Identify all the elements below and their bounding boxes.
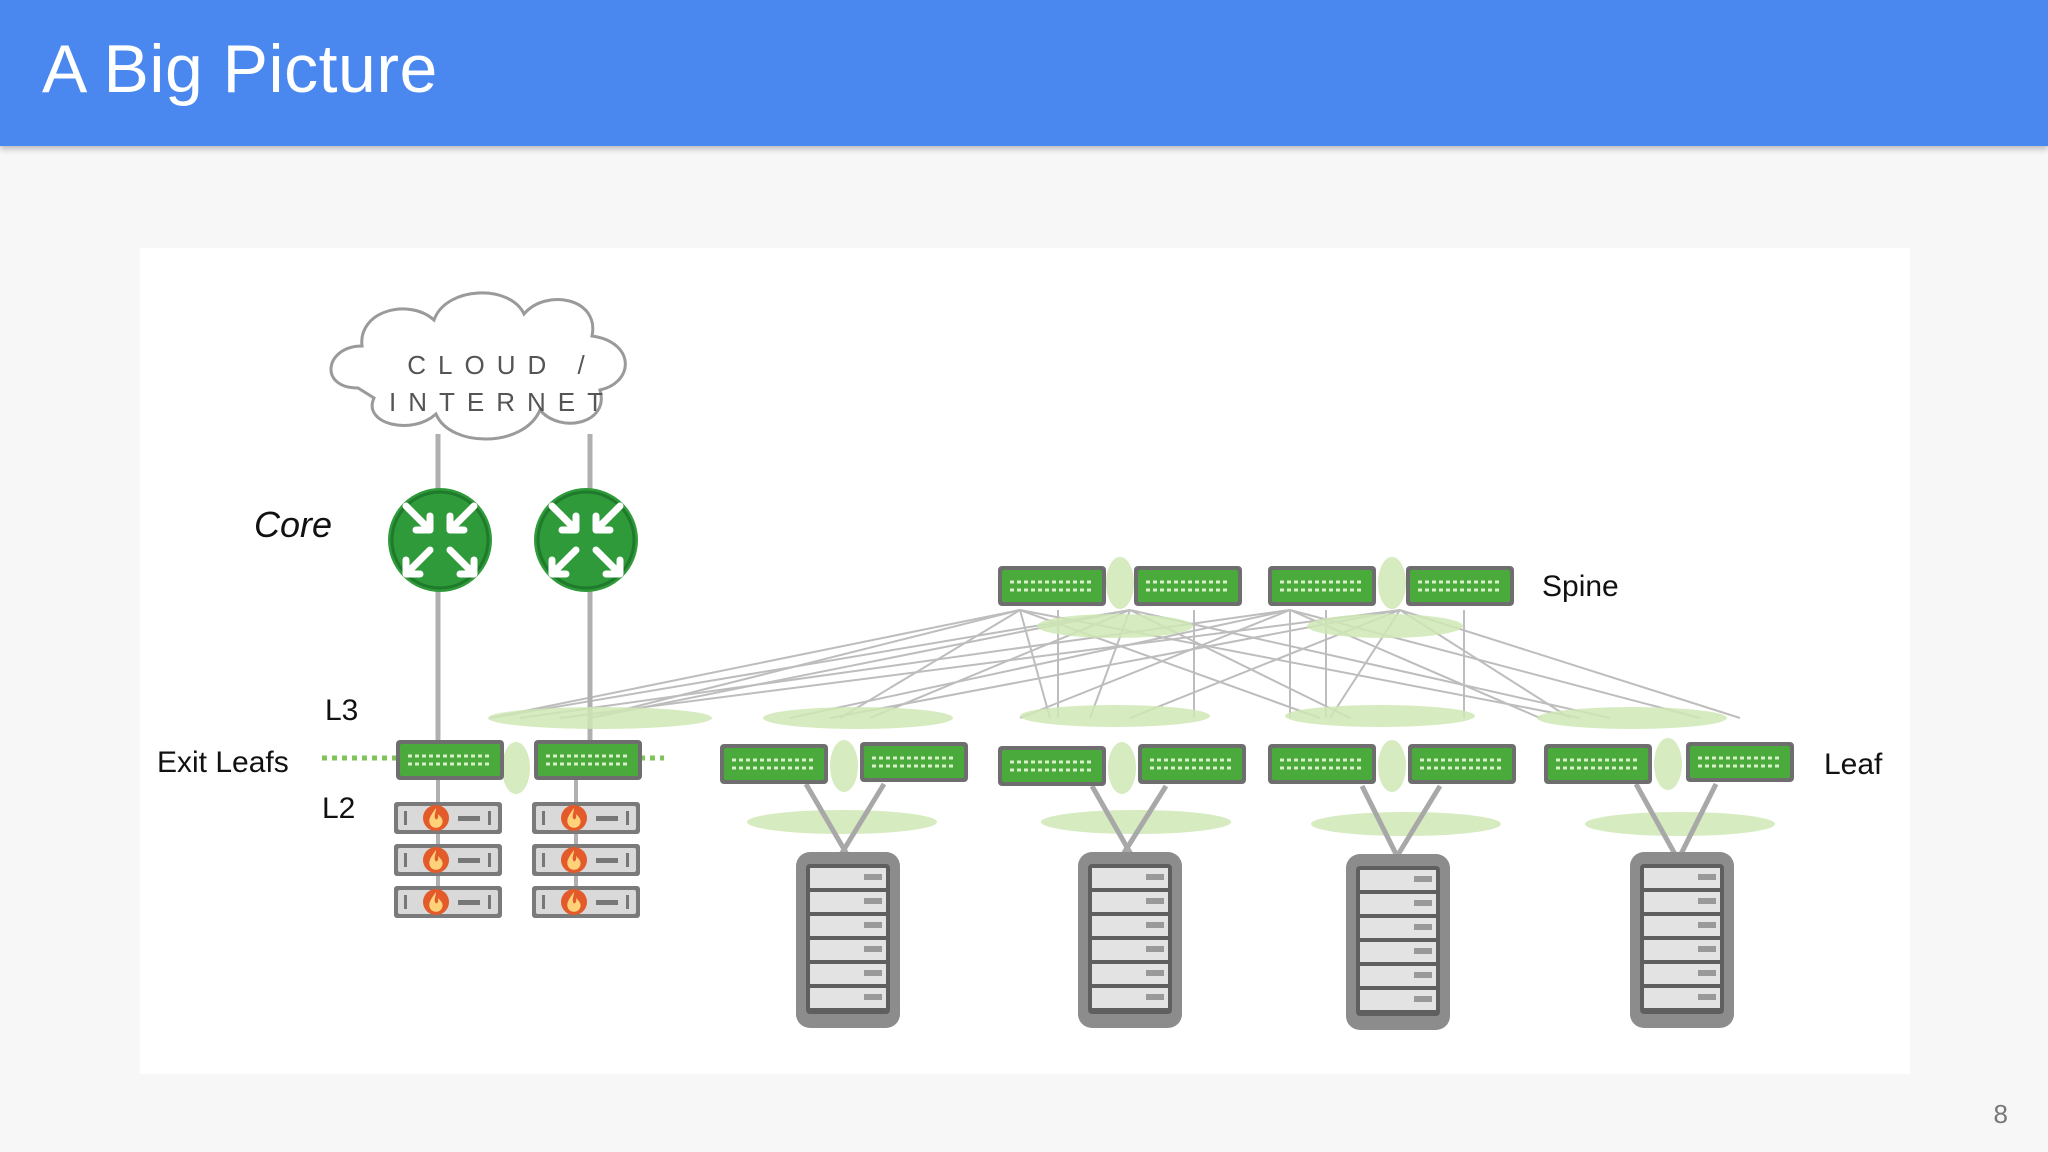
leaf-switch-4 [1136, 742, 1248, 786]
leaf-switch-7 [1542, 742, 1654, 786]
spine-switch-1 [996, 564, 1108, 608]
leaf-switch-2 [858, 740, 970, 784]
exit-leaf-switch-2 [532, 738, 644, 782]
leaf-switch-5 [1266, 742, 1378, 786]
cloud-label-line2: INTERNET [389, 387, 615, 417]
cloud-internet: CLOUD / INTERNET [329, 291, 627, 441]
server-rack-3 [1346, 854, 1450, 1030]
server-rack-4 [1630, 852, 1734, 1028]
l3-label: L3 [325, 694, 358, 727]
leaf-switch-1 [718, 742, 830, 786]
spine-switch-4 [1404, 564, 1516, 608]
firewall-6 [532, 886, 640, 918]
core-router-1 [388, 488, 492, 592]
firewall-3 [394, 886, 502, 918]
spine-switch-2 [1132, 564, 1244, 608]
firewall-2 [394, 844, 502, 876]
spine-switch-3 [1266, 564, 1378, 608]
exit-leafs-label: Exit Leafs [157, 746, 289, 779]
firewall-1 [394, 802, 502, 834]
core-label: Core [254, 504, 332, 545]
firewall-5 [532, 844, 640, 876]
network-diagram: CLOUD / INTERNET [140, 248, 1910, 1074]
leaf-switch-8 [1684, 740, 1796, 784]
exit-leaf-switch-1 [394, 738, 506, 782]
core-router-2 [534, 488, 638, 592]
l2-label: L2 [322, 792, 355, 825]
link-halos [488, 557, 1775, 836]
server-rack-2 [1078, 852, 1182, 1028]
leaf-label: Leaf [1824, 748, 1883, 781]
spine-label: Spine [1542, 570, 1619, 603]
slide-title: A Big Picture [42, 31, 438, 107]
server-links [803, 782, 1719, 860]
diagram-canvas: CLOUD / INTERNET [157, 291, 1883, 1030]
title-bar: A Big Picture [0, 0, 2048, 146]
server-rack-1 [796, 852, 900, 1028]
page-number: 8 [1993, 1099, 2008, 1129]
core-uplinks [435, 434, 593, 748]
cloud-label-line1: CLOUD / [407, 350, 596, 380]
firewall-4 [532, 802, 640, 834]
leaf-switch-3 [996, 744, 1108, 788]
leaf-switch-6 [1406, 742, 1518, 786]
